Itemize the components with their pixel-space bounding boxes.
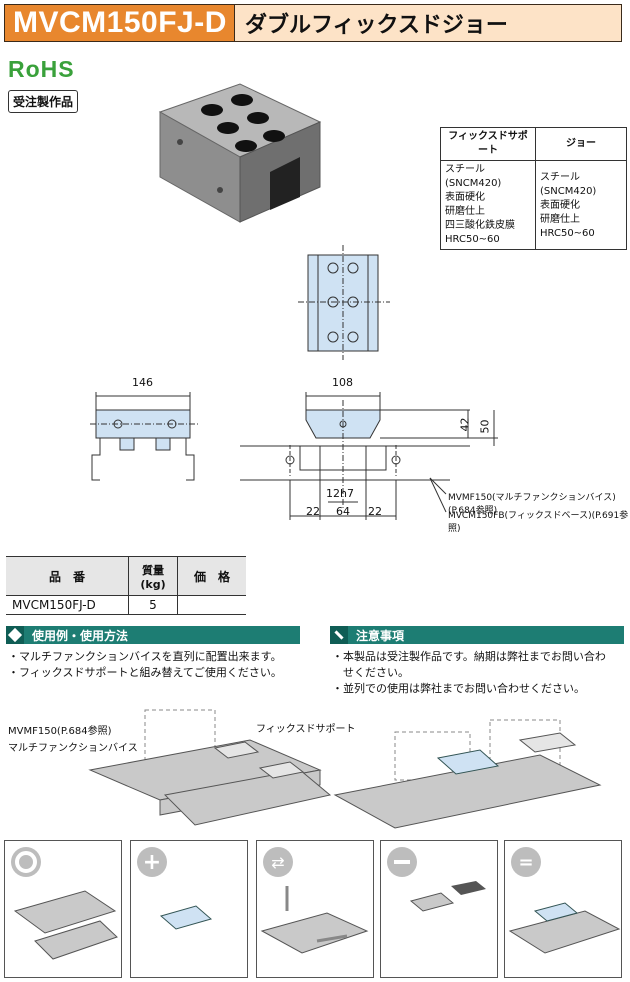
spec-col1-header: フィックスドサポート <box>440 127 536 161</box>
pen-icon <box>330 626 348 644</box>
product-photo <box>158 83 322 223</box>
dim-146: 146 <box>132 376 153 389</box>
technical-drawing <box>90 245 498 520</box>
plus-icon: + <box>137 847 167 877</box>
table-row: MVCM150FJ-D 5 <box>6 595 246 615</box>
spec-col1-body: スチール(SNCM420) 表面硬化 研磨仕上 四三酸化鉄皮膜 HRC50~60 <box>440 160 536 250</box>
spec-col2-header: ジョー <box>535 127 627 161</box>
equals-icon: = <box>511 847 541 877</box>
reference-mvmf150: MVMF150(マルチファンクションバイス)(P.684参照) <box>448 493 616 516</box>
spec-col2-line: HRC50~60 <box>540 228 595 239</box>
spec-col1-line: 研磨仕上 <box>445 206 485 217</box>
dim-64: 64 <box>336 505 350 518</box>
caution-line: ・並列での使用は弊社までお問い合わせください。 <box>332 682 585 695</box>
dim-108: 108 <box>332 376 353 389</box>
swap-example-box: ⇄ <box>256 840 374 978</box>
label-multi-vise: マルチファンクションバイス <box>8 743 138 754</box>
caution-title: 注意事項 <box>356 628 405 643</box>
dim-22-left: 22 <box>306 505 320 518</box>
label-fixed-support: フィックスドサポート <box>256 724 356 735</box>
equals-example-box: = <box>504 840 622 978</box>
ok-example-box <box>4 840 122 978</box>
label-mvmf150: MVMF150(P.684参照) <box>8 726 112 737</box>
spec-col2-line: 研磨仕上 <box>540 214 580 225</box>
col-mass: 質量(kg) <box>128 556 178 596</box>
dim-12h7: 12h7 <box>326 487 354 500</box>
dim-50: 50 <box>478 419 492 434</box>
spec-col1-line: 四三酸化鉄皮膜 <box>445 220 515 231</box>
made-to-order-badge: 受注製作品 <box>8 90 79 113</box>
spec-col2-line: 表面硬化 <box>540 200 580 211</box>
usage-title: 使用例・使用方法 <box>32 628 129 643</box>
col-part-number: 品 番 <box>6 556 129 596</box>
caution-notes: ・本製品は受注製作品です。納期は弊社までお問い合わ せください。 ・並列での使用… <box>332 649 606 697</box>
usage-notes: ・マルチファンクションバイスを直列に配置出来ます。 ・フィックスドサポートと組み… <box>8 649 282 681</box>
spec-col2-body: スチール(SNCM420) 表面硬化 研磨仕上 HRC50~60 <box>535 160 627 250</box>
product-code: MVCM150FJ-D <box>5 5 235 41</box>
caution-line: ・本製品は受注製作品です。納期は弊社までお問い合わ <box>332 650 606 663</box>
product-table: 品 番 質量(kg) 価 格 MVCM150FJ-D 5 <box>6 556 246 615</box>
plus-example-box: + <box>130 840 248 978</box>
spec-col1-line: スチール(SNCM420) <box>445 164 502 189</box>
usage-line: ・フィックスドサポートと組み替えてご使用ください。 <box>8 666 282 679</box>
rohs-logo: RoHS <box>8 56 75 82</box>
caution-section-header: 注意事項 <box>330 626 624 644</box>
title-bar: MVCM150FJ-D ダブルフィックスドジョー <box>4 4 622 42</box>
cell-price <box>177 595 246 615</box>
swap-icon: ⇄ <box>263 847 293 877</box>
col-price: 価 格 <box>177 556 246 596</box>
spec-col2-line: スチール(SNCM420) <box>540 172 597 197</box>
circle-ok-icon <box>11 847 41 877</box>
caution-line: せください。 <box>332 666 409 679</box>
dim-42: 42 <box>458 417 472 432</box>
cell-mass: 5 <box>128 595 178 615</box>
usage-section-header: 使用例・使用方法 <box>6 626 300 644</box>
cell-part-number: MVCM150FJ-D <box>6 595 129 615</box>
dim-22-right: 22 <box>368 505 382 518</box>
usage-line: ・マルチファンクションバイスを直列に配置出来ます。 <box>8 650 282 663</box>
minus-example-box <box>380 840 498 978</box>
usage-illustration <box>88 709 602 829</box>
material-spec-table: フィックスドサポート ジョー スチール(SNCM420) 表面硬化 研磨仕上 四… <box>440 127 627 250</box>
minus-icon <box>387 847 417 877</box>
spec-col1-line: 表面硬化 <box>445 192 485 203</box>
spec-col1-line: HRC50~60 <box>445 234 500 245</box>
diamond-icon <box>6 626 24 644</box>
product-name: ダブルフィックスドジョー <box>235 5 621 41</box>
reference-mvcm150fb: MVCM150FB(フィックスドベース)(P.691参照) <box>448 511 629 534</box>
